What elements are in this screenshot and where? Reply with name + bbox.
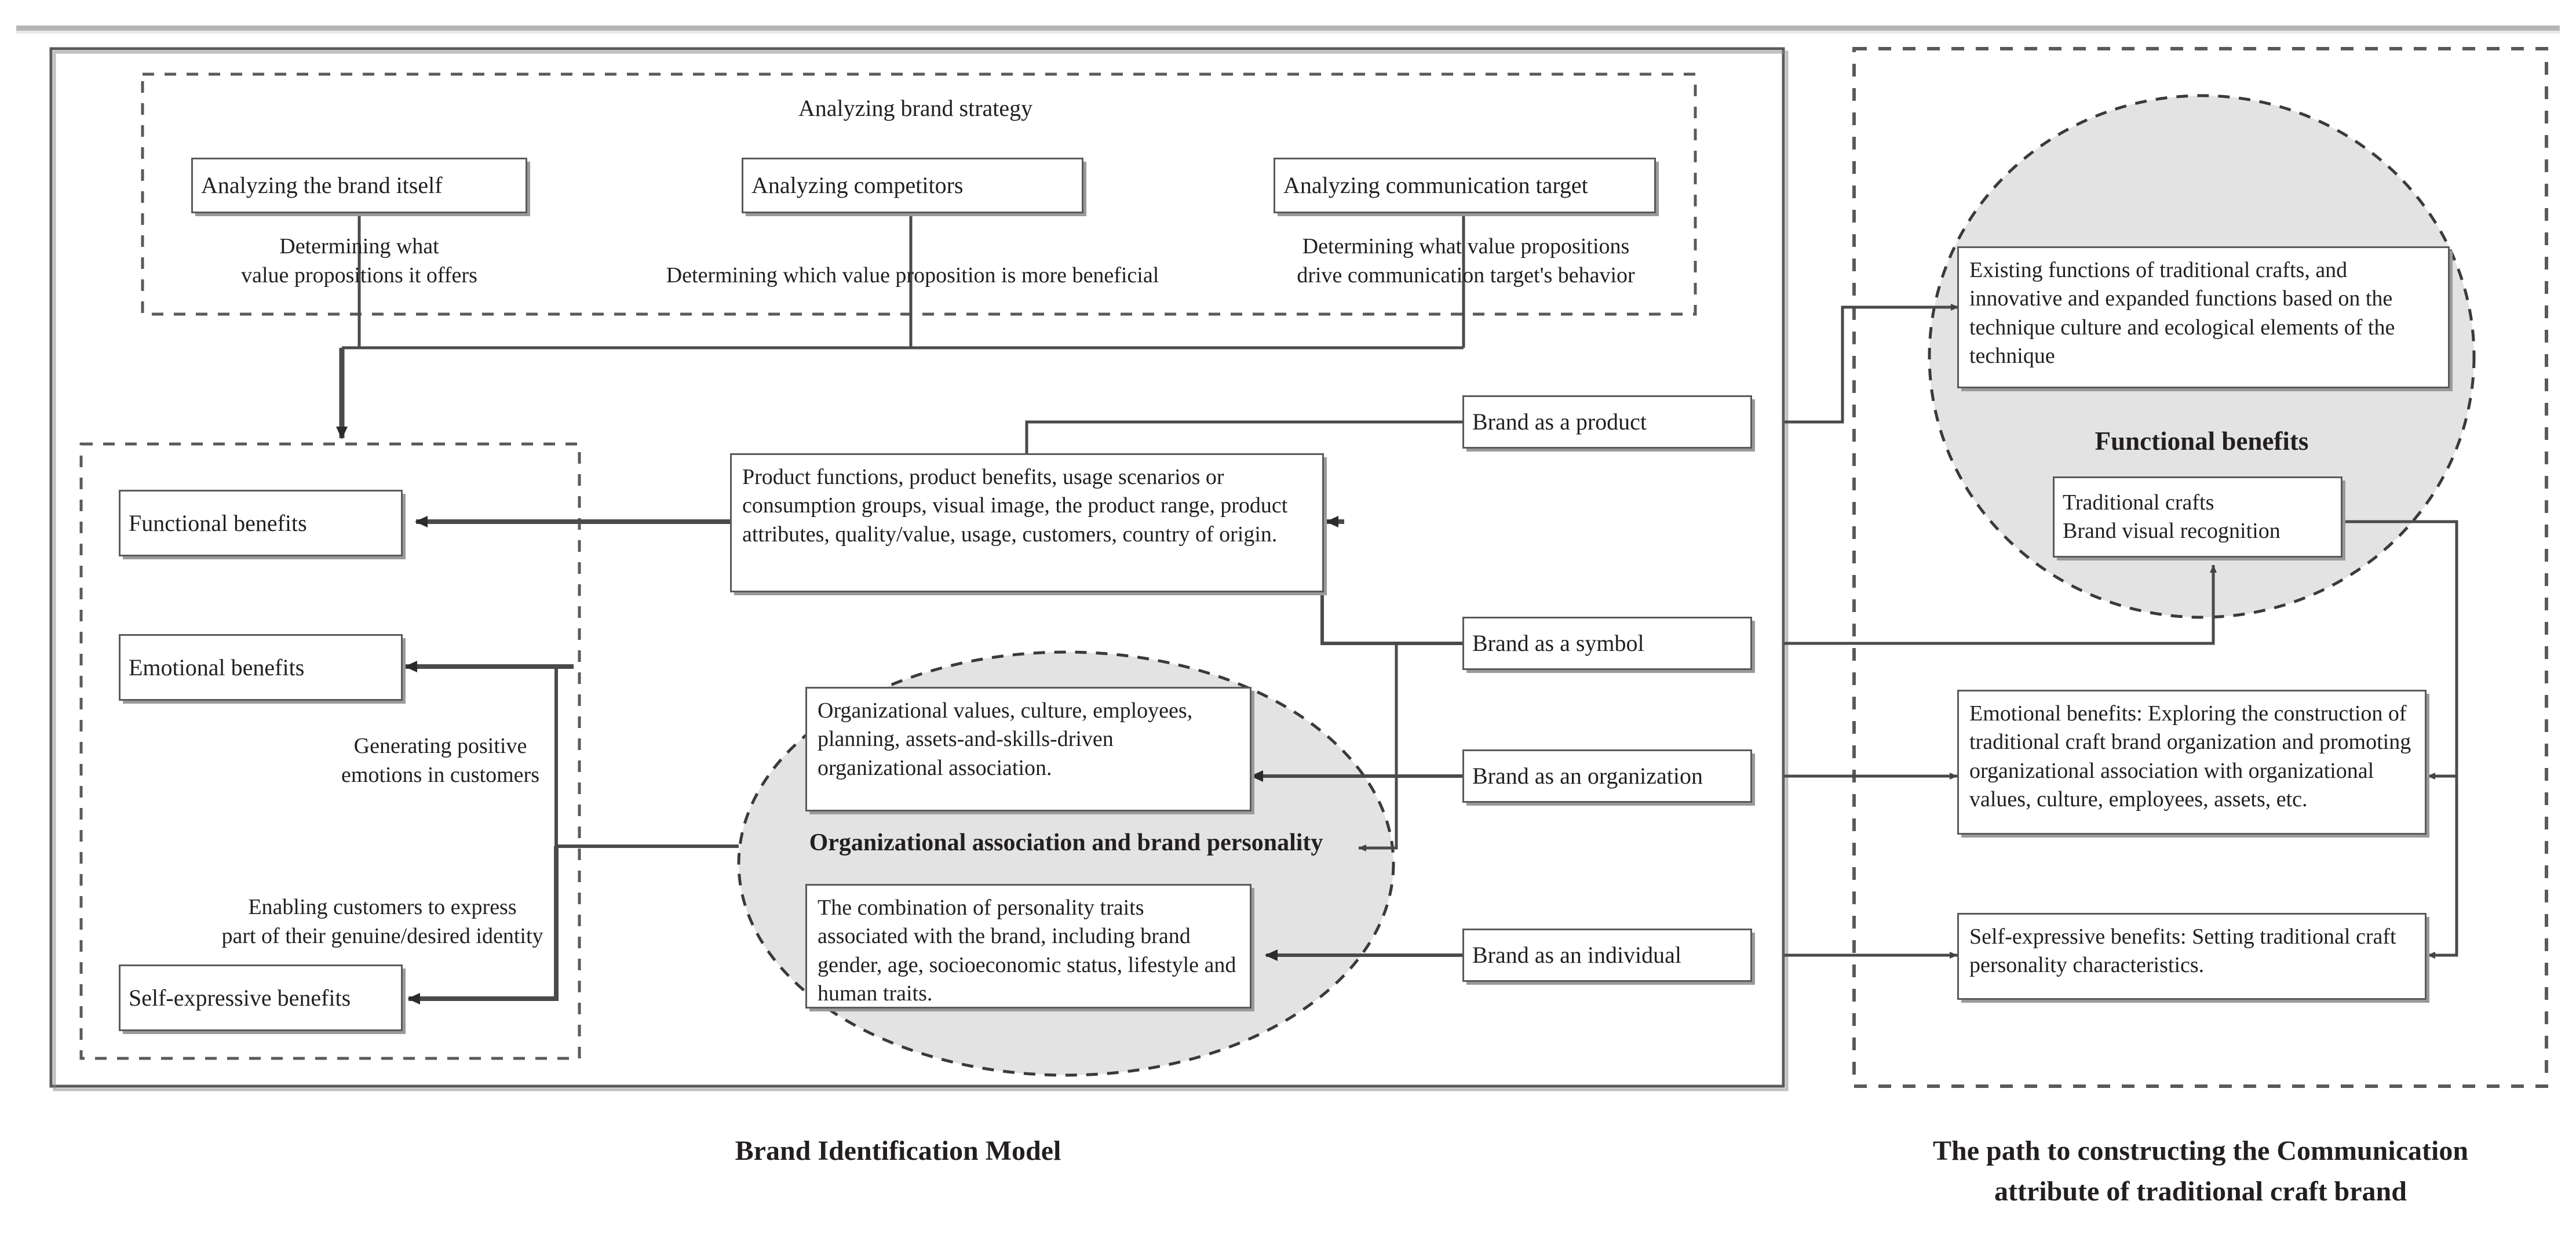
functional-benefits-ellipse-title: Functional benefits [2095, 427, 2309, 456]
annotation-target-l2: drive communication target's behavior [1297, 263, 1635, 287]
node-analyzing-competitors[interactable]: Analyzing competitors [742, 158, 1083, 213]
node-brand-as-an-organization[interactable]: Brand as an organization [1462, 749, 1752, 803]
box-text: Self-expressive benefits: Setting tradit… [1969, 924, 2396, 978]
node-emotional-benefits[interactable]: Emotional benefits [119, 634, 403, 701]
conn-facet-product-in [1025, 420, 1462, 453]
right-panel-frame [1852, 47, 2548, 1088]
node-label: Analyzing communication target [1283, 172, 1588, 198]
benefits-group-frame [79, 442, 581, 1060]
node-brand-as-a-product[interactable]: Brand as a product [1462, 395, 1752, 449]
conn-symbol-to-ellipse-title [1358, 643, 1398, 851]
node-label: Brand as a product [1472, 409, 1647, 435]
box-product-detail[interactable]: Product functions, product benefits, usa… [730, 453, 1324, 592]
annotation-brand-itself-l2: value propositions it offers [241, 263, 477, 287]
node-self-expressive-benefits[interactable]: Self-expressive benefits [119, 964, 403, 1031]
box-traditional-crafts-visual[interactable]: Traditional crafts Brand visual recognit… [2053, 476, 2343, 558]
annotation-identity-l1: Enabling customers to express [248, 895, 517, 919]
node-functional-benefits[interactable]: Functional benefits [119, 490, 403, 556]
left-caption: Brand Identification Model [735, 1135, 1061, 1166]
node-label: Brand as an organization [1472, 763, 1703, 789]
node-analyzing-brand-itself[interactable]: Analyzing the brand itself [191, 158, 527, 213]
box-text: Emotional benefits: Exploring the constr… [1969, 701, 2411, 812]
annotation-identity-l2: part of their genuine/desired identity [221, 924, 543, 948]
visual-line-1: Traditional crafts [2063, 490, 2214, 515]
top-rule-shadow [16, 31, 2560, 34]
node-label: Emotional benefits [129, 654, 305, 680]
conn-symbol-to-visual [1785, 565, 2217, 645]
node-label: Self-expressive benefits [129, 984, 351, 1011]
strategy-group-frame [141, 72, 1697, 316]
node-label: Analyzing competitors [751, 172, 964, 198]
box-organizational-values[interactable]: Organizational values, culture, employee… [805, 687, 1251, 811]
node-label: Brand as an individual [1472, 942, 1682, 968]
annotation-competitors: Determining which value proposition is m… [666, 263, 1159, 287]
node-label: Functional benefits [129, 509, 307, 536]
annotation-target-l1: Determining what value propositions [1302, 234, 1630, 259]
node-analyzing-communication-target[interactable]: Analyzing communication target [1274, 158, 1656, 213]
node-brand-as-an-individual[interactable]: Brand as an individual [1462, 929, 1752, 982]
box-text: Existing functions of traditional crafts… [1969, 258, 2395, 369]
box-emotional-benefits-right[interactable]: Emotional benefits: Exploring the constr… [1957, 690, 2427, 835]
box-text: Product functions, product benefits, usa… [742, 465, 1288, 547]
box-text: Traditional crafts Brand visual recognit… [2055, 489, 2341, 546]
box-text: The combination of personality traits as… [818, 896, 1236, 1006]
box-text: Organizational values, culture, employee… [818, 698, 1193, 780]
conn-symbol-to-product [1320, 522, 1462, 645]
right-caption-line-2: attribute of traditional craft brand [1994, 1176, 2407, 1207]
strategy-group-title: Analyzing brand strategy [798, 95, 1033, 121]
annotation-emotions-l1: Generating positive [353, 734, 527, 758]
organizational-ellipse-title: Organizational association and brand per… [809, 829, 1323, 856]
conn-ellipse-to-emotional [554, 667, 739, 848]
node-label: Analyzing the brand itself [201, 172, 443, 198]
node-label: Brand as a symbol [1472, 630, 1644, 656]
box-functional-detail[interactable]: Existing functions of traditional crafts… [1957, 246, 2450, 388]
left-panel-frame [49, 47, 1785, 1088]
conn-product-to-circle [1785, 304, 1959, 424]
conn-ellipse-to-selfexpr [407, 846, 559, 1004]
conn-right-bus2 [2427, 776, 2458, 959]
node-brand-as-a-symbol[interactable]: Brand as a symbol [1462, 617, 1752, 670]
annotation-brand-itself-l1: Determining what [279, 234, 439, 259]
box-personality-traits[interactable]: The combination of personality traits as… [805, 884, 1251, 1009]
top-rule [16, 26, 2560, 31]
conn-right-bus [2323, 520, 2458, 776]
box-self-expressive-benefits-right[interactable]: Self-expressive benefits: Setting tradit… [1957, 913, 2427, 1000]
annotation-emotions-l2: emotions in customers [341, 763, 539, 787]
right-caption-line-1: The path to constructing the Communicati… [1932, 1135, 2469, 1166]
visual-line-2: Brand visual recognition [2063, 519, 2281, 543]
